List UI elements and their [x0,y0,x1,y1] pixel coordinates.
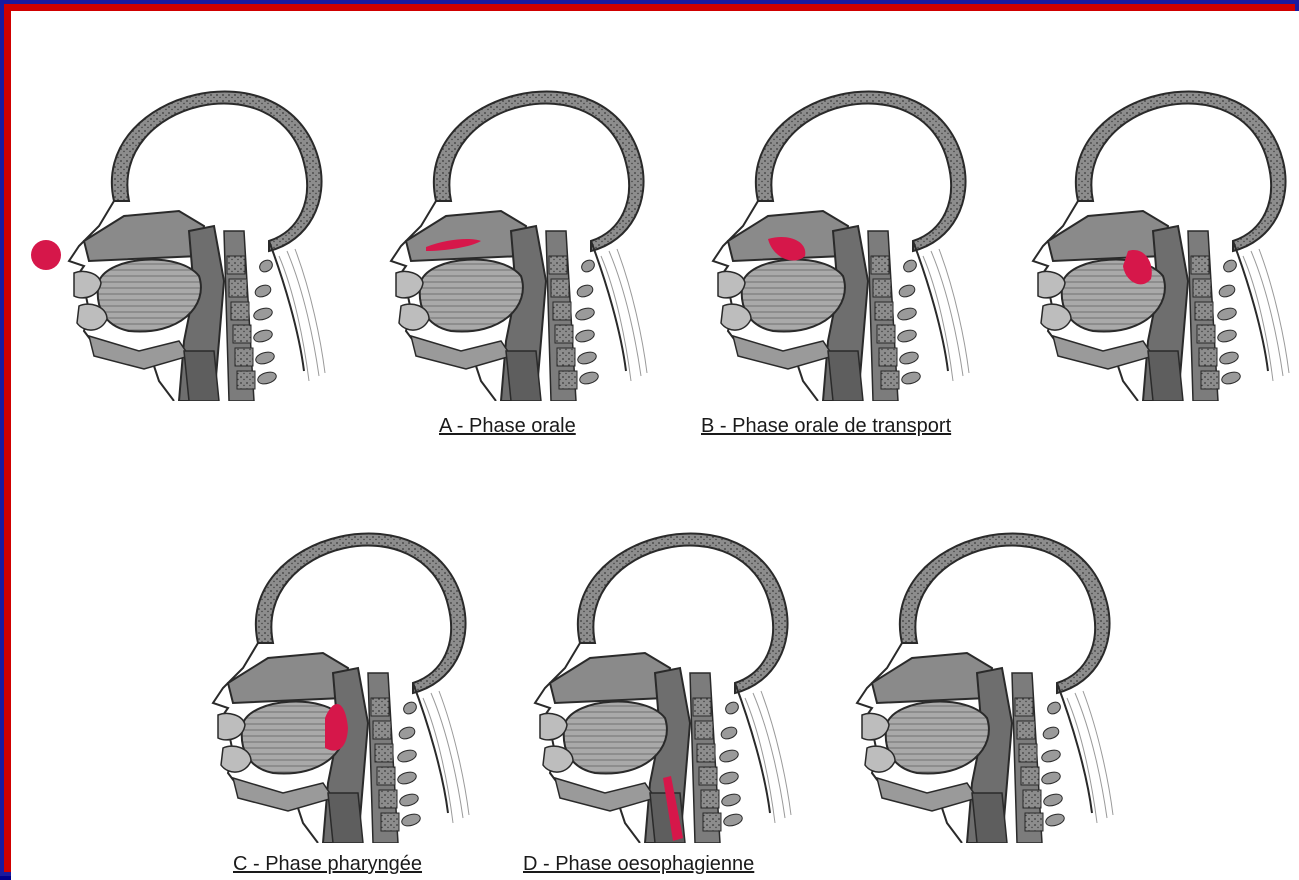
food-bolus [31,240,61,270]
caption-phase-a: A - Phase orale [439,415,576,438]
head-illustration-final [817,493,1117,843]
head-illustration-initial [29,51,329,401]
diagram-canvas: A - Phase orale B - Phase orale de trans… [11,11,1299,880]
caption-phase-b: B - Phase orale de transport [701,415,951,438]
caption-phase-c: C - Phase pharyngée [233,853,422,876]
head-illustration-b1 [673,51,973,401]
head-illustration-b2 [993,51,1293,401]
head-illustration-d [495,493,795,843]
head-illustration-c [173,493,473,843]
caption-phase-d: D - Phase oesophagienne [523,853,754,876]
head-illustration-a [351,51,651,401]
